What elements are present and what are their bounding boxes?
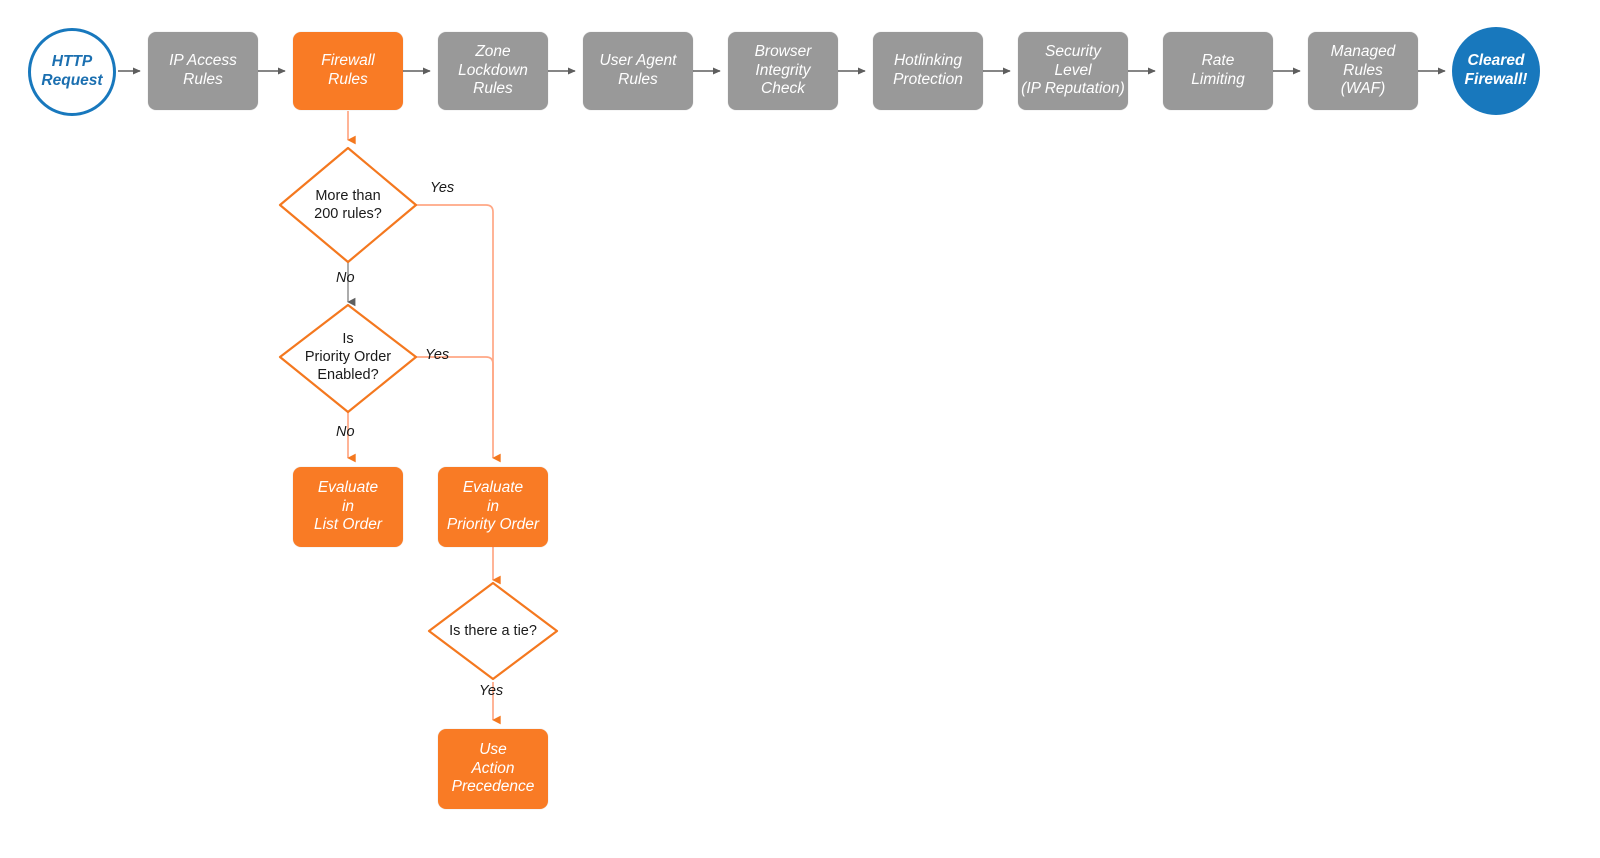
node-label-line: Security: [1044, 42, 1101, 60]
decision-shapes: [278, 146, 559, 681]
node-label-line: Action: [471, 759, 515, 777]
edge-label-tie-yes: Yes: [479, 683, 504, 699]
diamond-is-there-a-tie: [427, 581, 559, 681]
decision-label-line: More than: [315, 187, 381, 204]
decision-label-line: Enabled?: [317, 367, 379, 384]
node-hotlinking-protection[interactable]: Hotlinking Protection: [873, 32, 983, 110]
node-label-line: IP Access: [169, 52, 237, 70]
branch-connectors: [347, 111, 501, 725]
node-label-line: Rate: [1201, 52, 1235, 70]
node-label-line: Lockdown: [458, 61, 528, 79]
node-label-line: Rules: [183, 71, 223, 88]
node-label-line: (IP Reputation): [1021, 80, 1125, 98]
edge-label-more-than-200-no: No: [336, 270, 355, 286]
node-label-line: Rules: [473, 80, 513, 98]
node-managed-rules-waf[interactable]: Managed Rules (WAF): [1308, 32, 1418, 110]
wire-decision1-yes: [416, 204, 501, 463]
edge-label-priority-order-yes: Yes: [425, 347, 450, 363]
node-label-line: (WAF): [1340, 80, 1386, 98]
node-label-line: Integrity: [755, 61, 811, 79]
node-label-line: Cleared: [1467, 52, 1525, 70]
edge-label-priority-order-no: No: [336, 424, 355, 440]
decision-label-is-there-a-tie[interactable]: Is there a tie?: [428, 617, 558, 645]
decision-label-line: Is there a tie?: [449, 622, 537, 639]
node-use-action-precedence[interactable]: Use Action Precedence: [438, 729, 548, 809]
node-zone-lockdown-rules[interactable]: Zone Lockdown Rules: [438, 32, 548, 110]
node-label-line: Firewall: [321, 52, 375, 70]
node-label-line: Check: [761, 80, 805, 98]
decision-label-line: Is: [342, 330, 354, 347]
node-label-line: Evaluate: [317, 478, 379, 496]
node-label-line: Rules: [1343, 61, 1383, 79]
node-label-line: User Agent: [599, 52, 677, 70]
node-label-line: Browser: [754, 42, 812, 60]
node-user-agent-rules[interactable]: User Agent Rules: [583, 32, 693, 110]
node-label-line: in: [341, 497, 355, 515]
node-evaluate-in-list-order[interactable]: Evaluate in List Order: [293, 467, 403, 547]
edge-label-more-than-200-yes: Yes: [430, 180, 455, 196]
node-browser-integrity-check[interactable]: Browser Integrity Check: [728, 32, 838, 110]
node-label-line: Limiting: [1191, 71, 1245, 88]
node-label-line: Use: [479, 740, 507, 758]
node-label-line: HTTP: [51, 53, 93, 71]
node-ip-access-rules[interactable]: IP Access Rules: [148, 32, 258, 110]
node-firewall-rules[interactable]: Firewall Rules: [293, 32, 403, 110]
node-label-line: Rules: [618, 71, 658, 88]
node-label-line: Evaluate: [462, 478, 524, 496]
node-security-level[interactable]: Security Level (IP Reputation): [1018, 32, 1128, 110]
node-cleared-firewall[interactable]: Cleared Firewall!: [1452, 27, 1540, 115]
node-label-line: Request: [41, 72, 103, 89]
node-label-line: Level: [1054, 61, 1092, 79]
decision-label-line: Priority Order: [304, 348, 392, 365]
node-label-line: in: [486, 497, 500, 515]
node-label-line: Rules: [328, 71, 368, 88]
decision-label-line: 200 rules?: [314, 206, 382, 222]
node-label-line: Protection: [893, 71, 963, 88]
node-label-line: Managed: [1330, 42, 1396, 60]
node-label-line: Priority Order: [446, 516, 540, 534]
node-label-line: List Order: [313, 516, 383, 534]
diamond-more-than-200-rules: [278, 146, 418, 264]
decision-label-more-than-200-rules[interactable]: More than 200 rules?: [283, 176, 413, 234]
diamond-is-priority-order-enabled: [278, 303, 418, 414]
node-evaluate-in-priority-order[interactable]: Evaluate in Priority Order: [438, 467, 548, 547]
node-label-line: Zone: [475, 42, 511, 60]
wire-decision2-yes: [416, 356, 494, 420]
node-http-request[interactable]: HTTP Request: [28, 28, 116, 116]
node-label-line: Precedence: [451, 778, 535, 796]
node-rate-limiting[interactable]: Rate Limiting: [1163, 32, 1273, 110]
node-label-line: Hotlinking: [893, 52, 963, 70]
decision-label-is-priority-order-enabled[interactable]: Is Priority Order Enabled?: [280, 322, 416, 392]
node-label-line: Firewall!: [1464, 71, 1528, 88]
